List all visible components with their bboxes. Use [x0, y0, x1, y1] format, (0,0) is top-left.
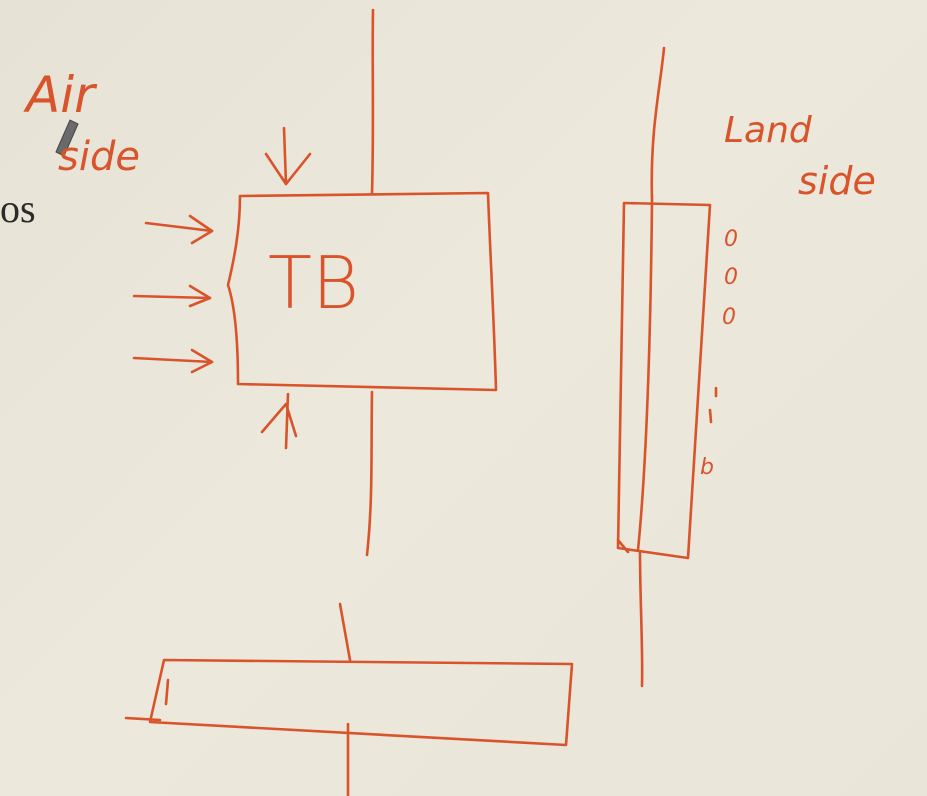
- lower-vertical-line: [367, 392, 372, 555]
- air-side-label: side: [58, 134, 140, 180]
- land-side-slab: [618, 203, 710, 558]
- mark-0-b: 0: [724, 265, 738, 290]
- bottom-top-line: [340, 604, 350, 660]
- top-down-arrow-icon: [266, 128, 310, 184]
- mark-0-a: 0: [724, 227, 738, 252]
- land-label: Land: [724, 110, 813, 151]
- bottom-up-arrow-icon: [262, 394, 296, 448]
- right-vertical-line-bottom: [640, 552, 642, 686]
- air-label: Air: [23, 66, 98, 124]
- left-arrow-2-icon: [134, 286, 210, 306]
- bottom-slab-tick: [166, 680, 168, 704]
- bottom-slab: [150, 660, 572, 745]
- tb-box-label: TB: [268, 241, 359, 325]
- mark-tick-2: [710, 410, 711, 422]
- left-arrow-1-icon: [146, 216, 212, 243]
- mark-b: b: [700, 455, 714, 480]
- slab-tick: [618, 540, 628, 552]
- upper-vertical-line: [372, 10, 373, 194]
- printed-text-fragment: os: [0, 186, 36, 231]
- bottom-slab-left-extension: [126, 718, 160, 720]
- right-vertical-line-mid: [638, 200, 652, 550]
- land-side-label: side: [798, 159, 876, 203]
- right-vertical-line-top: [652, 48, 664, 200]
- mark-0-c: 0: [722, 305, 736, 330]
- left-arrow-3-icon: [134, 350, 212, 372]
